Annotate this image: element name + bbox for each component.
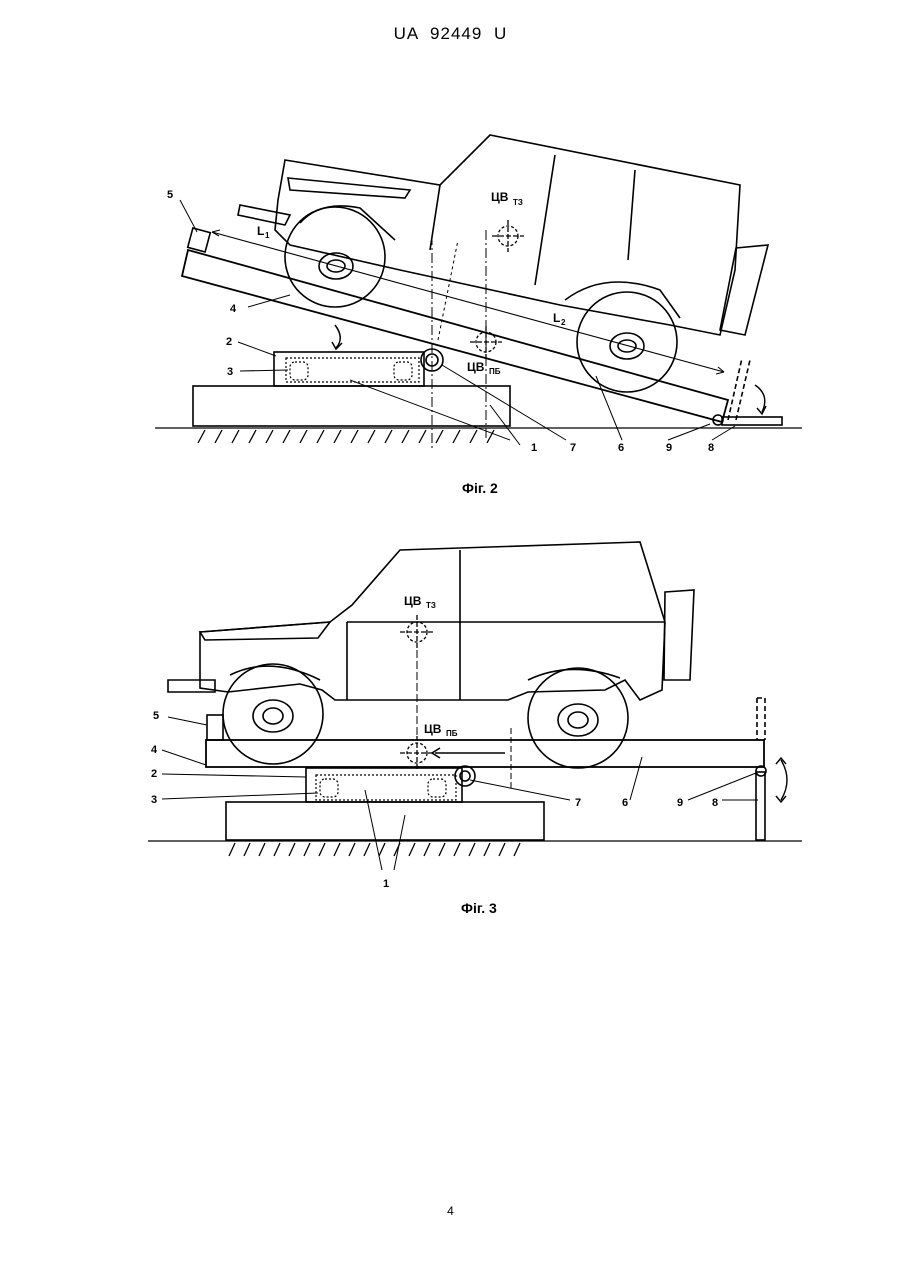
- label-9: 9: [677, 797, 683, 809]
- label-cg-vehicle-sub: ТЗ: [426, 601, 436, 610]
- label-6: 6: [622, 797, 628, 809]
- label-1: 1: [531, 442, 537, 454]
- label-5: 5: [167, 189, 173, 201]
- label-1: 1: [383, 878, 389, 890]
- label-L2-sub: 2: [561, 318, 566, 327]
- label-2: 2: [226, 336, 232, 348]
- label-7: 7: [570, 442, 576, 454]
- cg-platform-marker-fig3: [400, 736, 434, 770]
- label-8: 8: [712, 797, 718, 809]
- figure-3-caption: Фіг. 3: [461, 900, 497, 916]
- label-L1: L: [257, 224, 264, 238]
- label-9: 9: [666, 442, 672, 454]
- ramp: [722, 417, 782, 425]
- pivot-hinge: [455, 766, 475, 786]
- tilting-platform: [182, 250, 728, 422]
- base-block: [193, 386, 510, 426]
- cg-vehicle-marker-fig3: [400, 615, 434, 650]
- figure-2-caption: Фіг. 2: [462, 480, 498, 496]
- label-5: 5: [153, 710, 159, 722]
- ground-hatching: [198, 430, 494, 443]
- label-3: 3: [227, 366, 233, 378]
- page-number: 4: [0, 1204, 901, 1218]
- figure-2-drawing: [155, 135, 802, 450]
- ramp: [756, 772, 765, 840]
- cg-vehicle-marker-fig2: [492, 220, 524, 252]
- label-2: 2: [151, 768, 157, 780]
- figure-3-labels: 5 4 2 3 1 7 6 9 8 ЦВ ТЗ ЦВ ПБ: [151, 594, 718, 890]
- label-cg-platform-sub: ПБ: [446, 729, 458, 738]
- label-L1-sub: 1: [265, 231, 270, 240]
- weighing-plate: [274, 352, 424, 386]
- label-cg-vehicle-sub: ТЗ: [513, 198, 523, 207]
- label-4: 4: [230, 303, 237, 315]
- label-7: 7: [575, 797, 581, 809]
- label-cg-platform-sub: ПБ: [489, 367, 501, 376]
- label-cg-vehicle: ЦВ: [404, 594, 422, 608]
- label-8: 8: [708, 442, 714, 454]
- label-3: 3: [151, 794, 157, 806]
- label-6: 6: [618, 442, 624, 454]
- vehicle-tilted: [238, 135, 768, 335]
- label-L2: L: [553, 311, 560, 325]
- figure-3-drawing: [148, 542, 802, 870]
- label-cg-platform: ЦВ: [424, 722, 442, 736]
- label-4: 4: [151, 744, 158, 756]
- ground-hatching: [229, 843, 520, 856]
- label-cg-platform: ЦВ: [467, 360, 485, 374]
- vehicle-level: [168, 542, 694, 700]
- label-cg-vehicle: ЦВ: [491, 190, 509, 204]
- base-block: [226, 802, 544, 840]
